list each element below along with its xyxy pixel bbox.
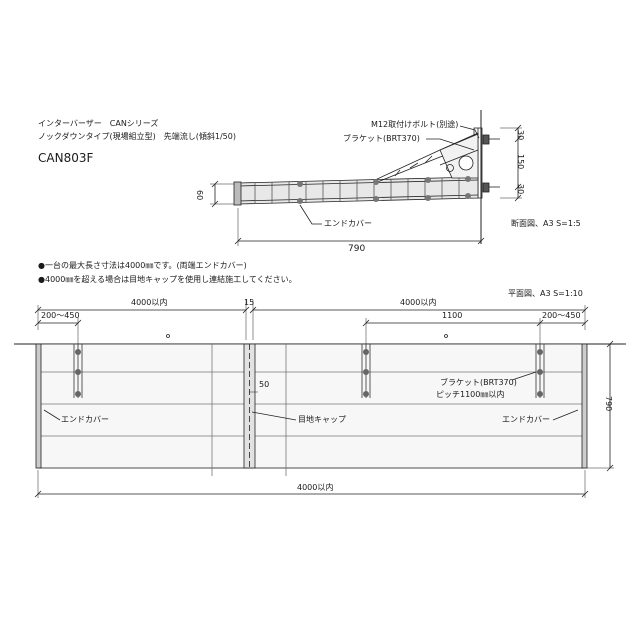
series-title: インターバーザー CANシリーズ bbox=[38, 119, 159, 128]
dim-790-plan: 790 bbox=[604, 396, 613, 412]
section-caption: 断面図、A3 S=1:5 bbox=[511, 219, 581, 228]
bracket-label-plan: ブラケット(BRT370) bbox=[440, 378, 517, 387]
dim-right-offset: 200～450 bbox=[542, 311, 581, 320]
endcover-label-right: エンドカバー bbox=[502, 415, 550, 424]
dim-790-section: 790 bbox=[348, 244, 366, 254]
plan-caption: 平面図、A3 S=1:10 bbox=[508, 289, 583, 298]
bolt-label: M12取付けボルト(別途) bbox=[371, 120, 459, 129]
dim-left-max: 4000以内 bbox=[131, 298, 168, 307]
dim-left-offset: 200～450 bbox=[41, 311, 80, 320]
dim-50: 50 bbox=[259, 380, 270, 389]
dim-gap: 15 bbox=[244, 298, 255, 307]
dim-total: 4000以内 bbox=[297, 483, 334, 492]
bracket-pitch-label: ピッチ1100㎜以内 bbox=[436, 390, 505, 399]
endcover-label-section: エンドカバー bbox=[324, 219, 372, 228]
model-number: CAN803F bbox=[38, 151, 94, 165]
type-title: ノックダウンタイプ(現場組立型) 先端流し(傾斜1/50) bbox=[38, 132, 236, 141]
dim-right-max: 4000以内 bbox=[400, 298, 437, 307]
note-1: ●一台の最大長さ寸法は4000㎜です。(両端エンドカバー) bbox=[38, 261, 247, 270]
joint-cap-label: 目地キャップ bbox=[298, 415, 346, 424]
bracket-label: ブラケット(BRT370) bbox=[343, 134, 420, 143]
dim-pitch: 1100 bbox=[442, 311, 463, 320]
note-2: ●4000㎜を超える場合は目地キャップを使用し連結施工してください。 bbox=[38, 275, 297, 284]
endcover-label-left: エンドカバー bbox=[61, 415, 109, 424]
